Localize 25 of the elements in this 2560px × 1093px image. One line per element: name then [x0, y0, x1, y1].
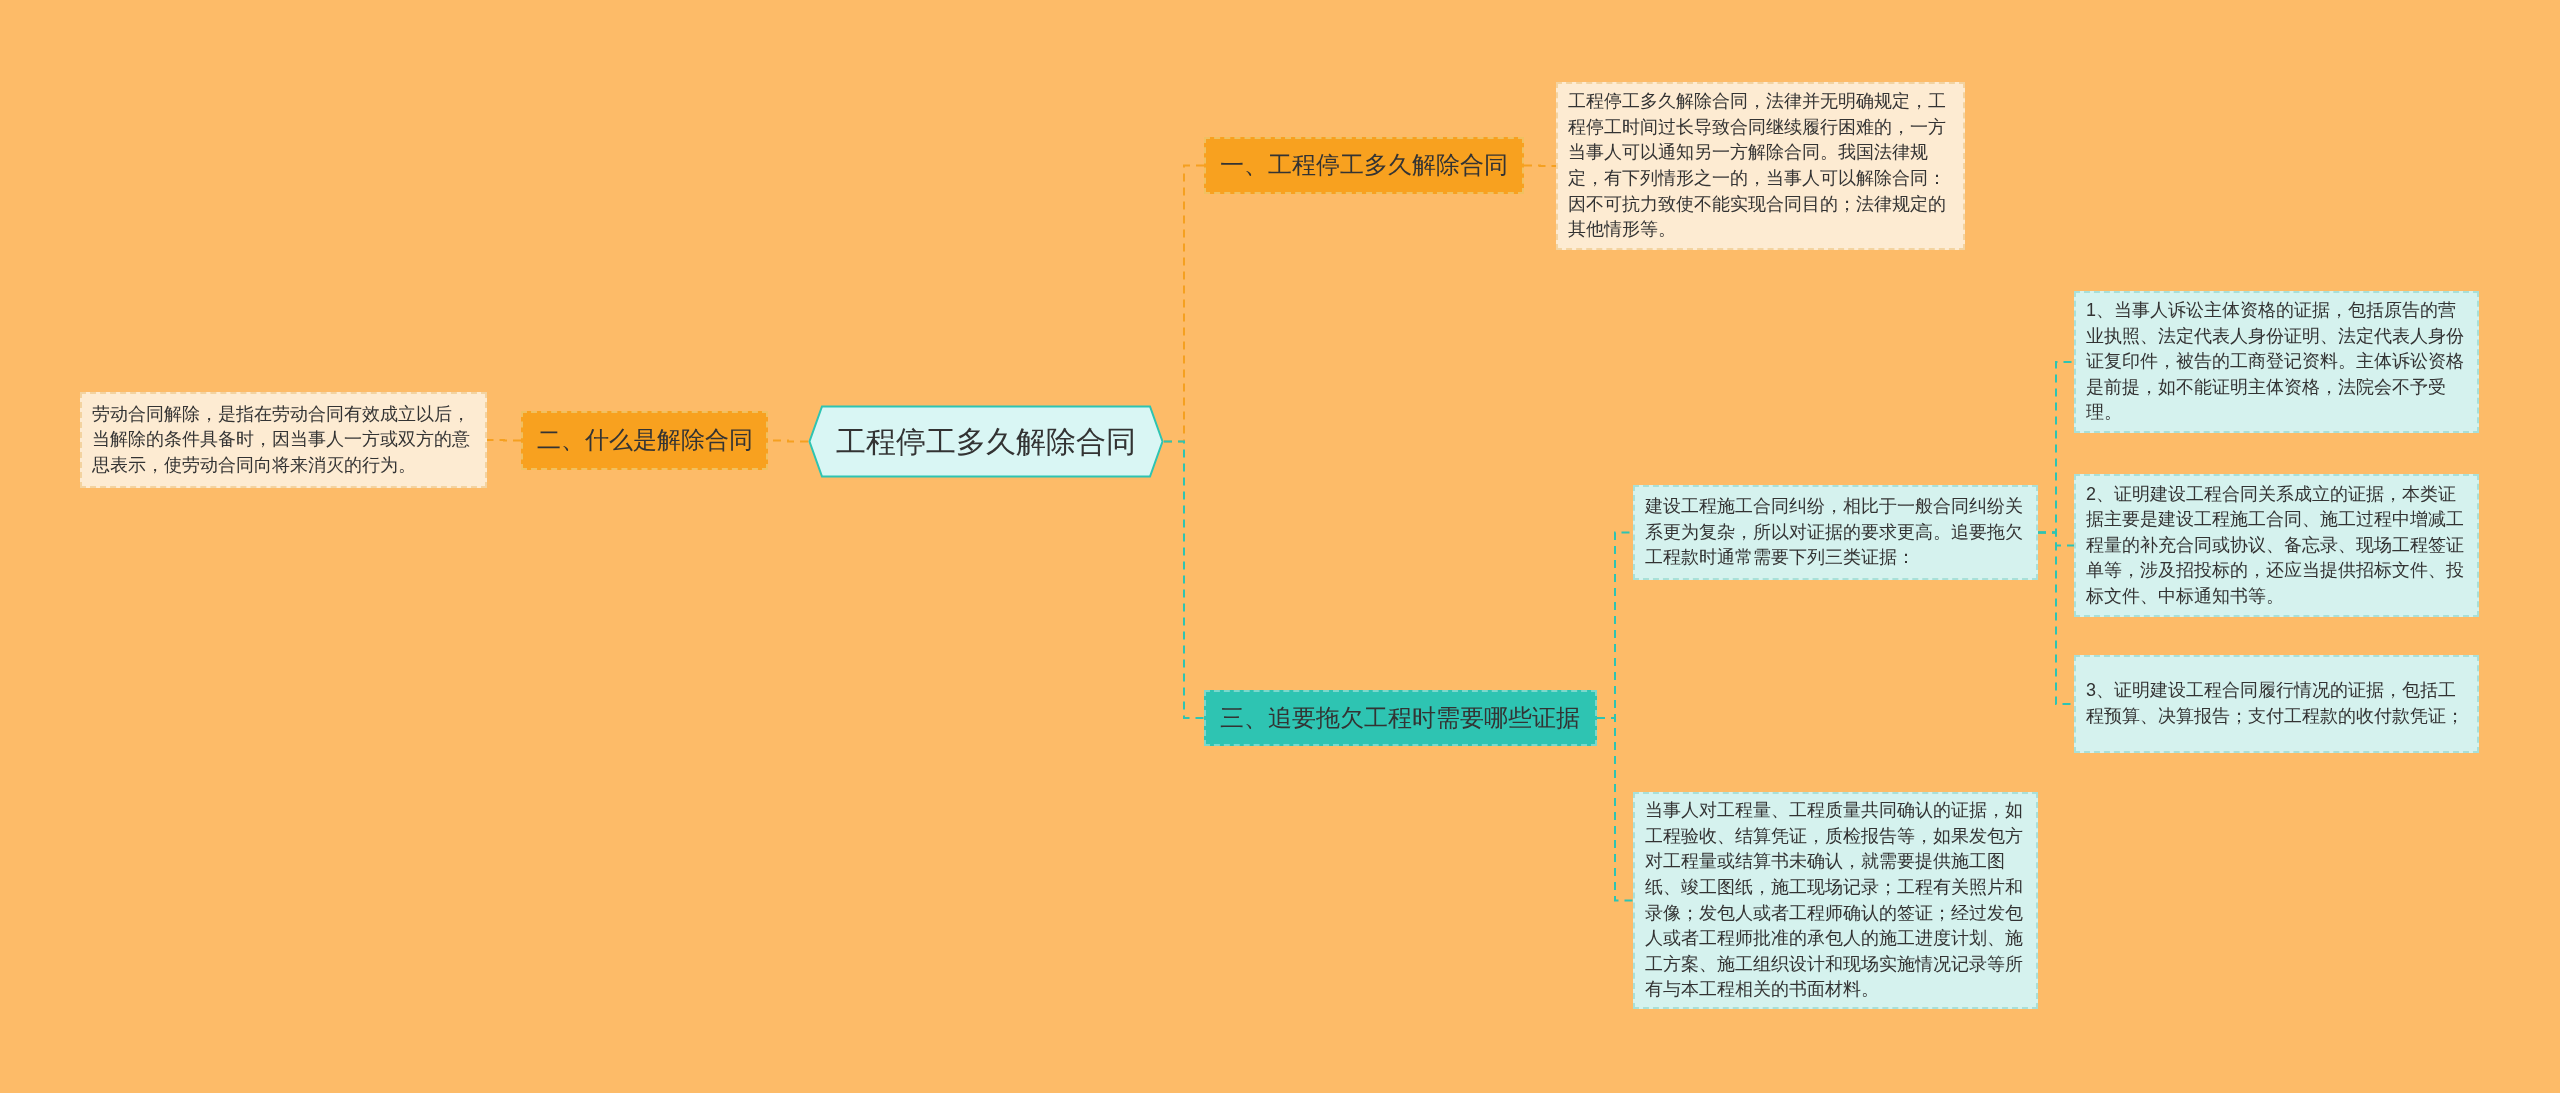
note-text: 劳动合同解除，是指在劳动合同有效成立以后，当解除的条件具备时，因当事人一方或双方的意思表示，使劳动合同向将来消灭的行为。	[92, 402, 471, 477]
note-text: 3、证明建设工程合同履行情况的证据，包括工程预算、决算报告；支付工程款的收付款凭证；	[2086, 679, 2465, 728]
note-text: 当事人对工程量、工程质量共同确认的证据，如工程验收、结算凭证，质检报告等，如果发包方对工程量或结算书未确认，就需要提供施工图纸、竣工图纸，施工现场记录；工程有关照片和录像；发包人或者工程师确认的签证；经过发包人或者工程师批准的承包人的施工进度计划、施工方案、施工组织设计和现场实施情况记录等所有与本工程相关的书面材料。	[1645, 799, 2024, 1002]
topic-box	[1204, 137, 1524, 194]
note-text: 1、当事人诉讼主体资格的证据，包括原告的营业执照、法定代表人身份证明、法定代表人身份证复印件，被告的工商登记资料。主体诉讼资格是前提，如不能证明主体资格，法院会不予受理。	[2086, 299, 2465, 425]
connector-line	[486, 439, 522, 442]
central-topic	[808, 405, 1164, 478]
topic-title: 工程停工多久解除合同	[836, 423, 1136, 460]
connector-line	[1596, 717, 1634, 902]
note-box	[1633, 485, 2038, 580]
topic-label: 三、追要拖欠工程时需要哪些证据	[1220, 703, 1580, 733]
connector-line	[1523, 164, 1557, 167]
topic-label: 一、工程停工多久解除合同	[1220, 151, 1508, 180]
connector-line	[1163, 440, 1205, 719]
note-text: 2、证明建设工程合同关系成立的证据，本类证据主要是建设工程施工合同、施工过程中增减工程量的补充合同或协议、备忘录、现场工程签证单等，涉及招投标的，还应当提供招标文件、投标文件、中标通知书等。	[2086, 482, 2465, 608]
note-box	[2074, 655, 2479, 753]
note-text: 建设工程施工合同纠纷，相比于一般合同纠纷关系更为复杂，所以对证据的要求更高。追要拖欠工程款时通常需要下列三类证据：	[1645, 495, 2024, 570]
topic-box	[521, 411, 768, 470]
note-box	[1556, 82, 1965, 250]
topic-label: 二、什么是解除合同	[537, 426, 753, 455]
note-box	[80, 392, 487, 488]
note-box	[2074, 291, 2479, 433]
topic-box	[1204, 690, 1597, 746]
note-text: 工程停工多久解除合同，法律并无明确规定，工程停工时间过长导致合同继续履行困难的，一方当事人可以通知另一方解除合同。我国法律规定，有下列情形之一的，当事人可以解除合同：因不可抗力致使不能实现合同目的；法律规定的其他情形等。	[1568, 90, 1947, 242]
note-box	[2074, 474, 2479, 617]
